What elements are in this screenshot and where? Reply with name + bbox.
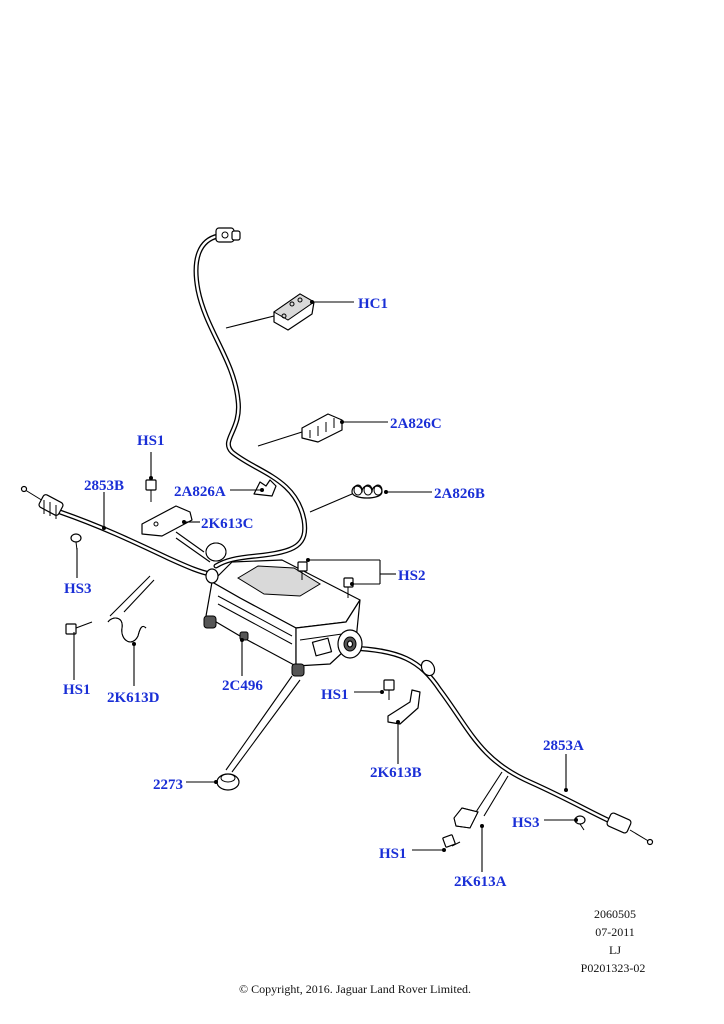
label-2a826b: 2A826B [434,486,485,502]
wiring-harness [193,227,308,569]
bracket-2k613b [387,689,421,725]
bolt-hs1-left [65,621,93,635]
screw-hs3-right [574,815,586,831]
bracket-2k613c [141,505,193,537]
label-hs1-left: HS1 [63,682,91,698]
parking-brake-actuator [203,559,363,677]
label-2273: 2273 [153,777,183,793]
diagram-metadata: 2060505 07-2011 LJ P0201323-02 © Copyrig… [239,907,645,996]
label-2a826c: 2A826C [390,416,442,432]
clip-2a826c [301,413,343,443]
diagram-code: 2060505 [594,907,636,921]
label-hs1-top: HS1 [137,433,165,449]
label-2853b: 2853B [84,478,124,494]
bracket-2k613d [107,617,147,643]
clip-2a826a [253,479,277,497]
grommet-2273 [216,773,240,791]
label-hs2: HS2 [398,568,426,584]
label-2c496: 2C496 [222,678,263,694]
diagram-initials: LJ [609,943,621,957]
label-hc1: HC1 [358,296,388,312]
bolt-hs1-top [145,479,157,502]
label-2a826a: 2A826A [174,484,226,500]
label-hs1-mid: HS1 [321,687,349,703]
diagram-date: 07-2011 [595,925,635,939]
cable-2853a [347,645,654,846]
screw-hs3-left [70,533,82,551]
label-hs1-bottom: HS1 [379,846,407,862]
label-2k613d: 2K613D [107,690,160,706]
label-2k613b: 2K613B [370,765,422,781]
bracket-2k613a [453,807,479,829]
clip-hc1 [273,293,315,331]
label-hs3-left: HS3 [64,581,92,597]
diagram-ref: P0201323-02 [581,961,646,975]
clip-2a826b [351,484,383,499]
cable-2853b [20,485,213,577]
harness-connector [215,227,241,243]
label-2853a: 2853A [543,738,584,754]
copyright-notice: © Copyright, 2016. Jaguar Land Rover Lim… [239,982,471,996]
label-2k613a: 2K613A [454,874,507,890]
bolt-hs1-bottom [442,834,461,848]
bolt-hs1-mid [383,679,395,700]
label-2k613c: 2K613C [201,516,254,532]
label-hs3-right: HS3 [512,815,540,831]
callout-labels: HC1 2A826C HS1 2853B 2A826A 2A826B 2K613… [63,296,584,890]
leader-lines [73,300,578,872]
